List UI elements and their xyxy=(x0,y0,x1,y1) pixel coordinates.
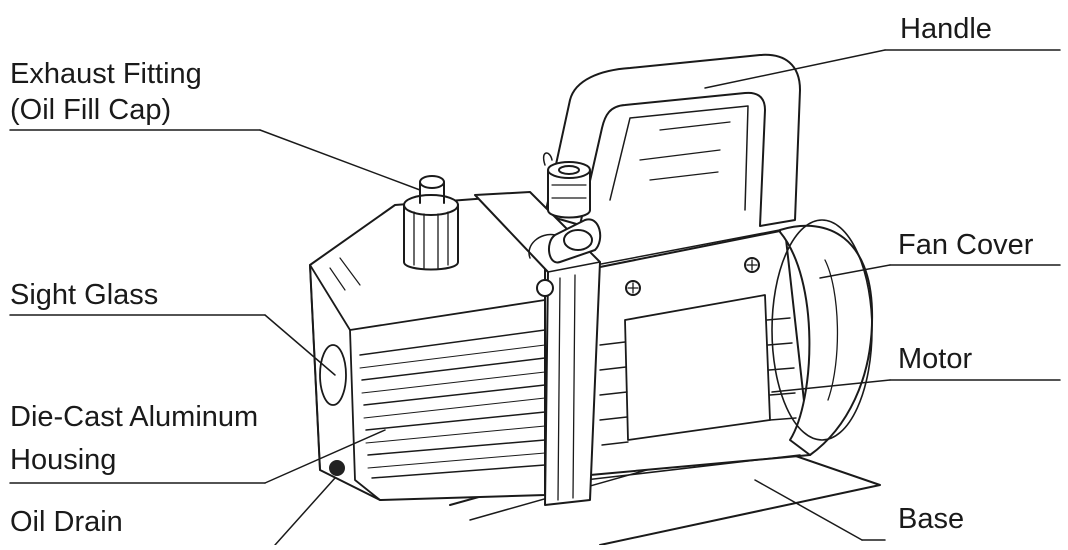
handle-label: Handle xyxy=(900,13,992,45)
oil-drain-label: Oil Drain xyxy=(10,506,123,538)
motor-label: Motor xyxy=(898,343,973,375)
motor-pointer xyxy=(771,379,891,393)
base-label: Base xyxy=(898,503,965,535)
handle-pointer xyxy=(704,49,886,89)
oil-drain-pointer xyxy=(274,477,336,546)
oil-drain-plug xyxy=(329,460,345,476)
fan-cover-pointer xyxy=(819,264,891,279)
housing-label-line2: Housing xyxy=(10,444,117,476)
sight-glass-label: Sight Glass xyxy=(10,279,159,311)
exhaust-fitting-label: Exhaust Fitting xyxy=(10,58,202,90)
fan-cover xyxy=(771,219,874,456)
inlet-fitting xyxy=(528,152,602,264)
leader-lines xyxy=(9,49,1061,546)
base-pointer xyxy=(754,479,863,541)
fan-cover-label: Fan Cover xyxy=(898,229,1034,261)
housing-pointer xyxy=(264,429,386,484)
exhaust-pointer xyxy=(259,129,421,191)
housing-label-line1: Die-Cast Aluminum xyxy=(10,401,259,433)
oil-fill-cap-label: (Oil Fill Cap) xyxy=(10,94,172,126)
pump-housing xyxy=(309,194,546,501)
handle-shape xyxy=(544,53,801,227)
sight-glass-pointer xyxy=(264,314,336,376)
frame-bracket xyxy=(474,191,601,506)
exhaust-cap xyxy=(403,175,459,271)
